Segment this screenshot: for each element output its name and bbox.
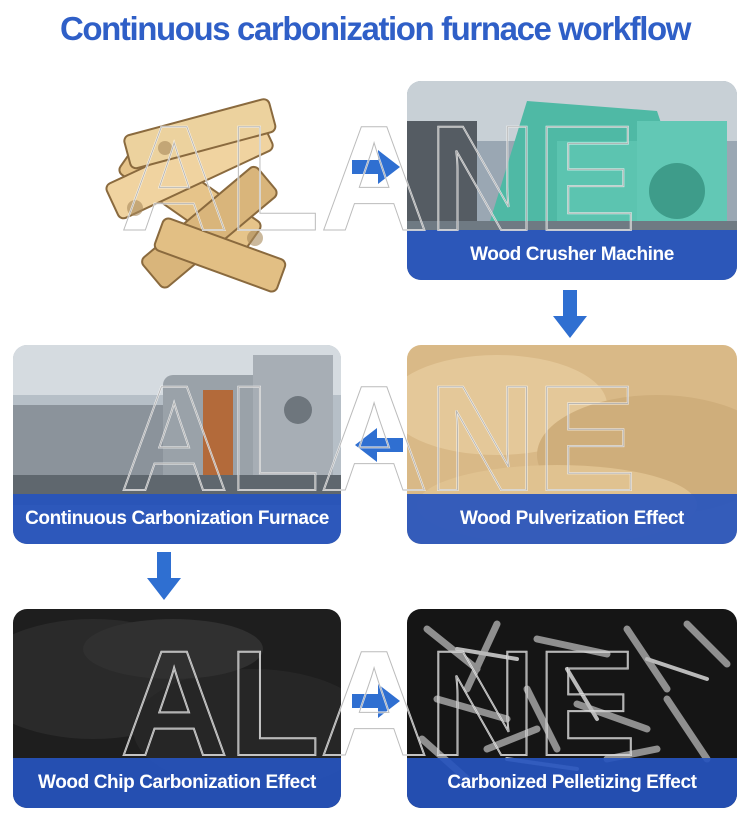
arrow-down-icon [553, 290, 587, 338]
page-title: Continuous carbonization furnace workflo… [59, 10, 692, 47]
step-card-wood-pulverization: Wood Pulverization Effect [407, 345, 737, 544]
wood-logs-image [105, 98, 287, 293]
step-card-carbonized-pelletizing: Carbonized Pelletizing Effect [407, 609, 737, 808]
step-card-wood-crusher: Wood Crusher Machine [407, 81, 737, 280]
step-card-carbonization-furnace: Continuous Carbonization Furnace [13, 345, 341, 544]
step-caption: Wood Chip Carbonization Effect [13, 758, 341, 808]
arrow-down-icon [147, 552, 181, 600]
arrow-right-icon [352, 150, 400, 184]
step-caption: Wood Crusher Machine [407, 230, 737, 280]
step-card-wood-chip-carbonization: Wood Chip Carbonization Effect [13, 609, 341, 808]
arrow-right-icon [352, 684, 400, 718]
step-caption: Wood Pulverization Effect [407, 494, 737, 544]
arrow-left-icon [355, 428, 403, 462]
step-caption: Continuous Carbonization Furnace [13, 494, 341, 544]
step-caption: Carbonized Pelletizing Effect [407, 758, 737, 808]
